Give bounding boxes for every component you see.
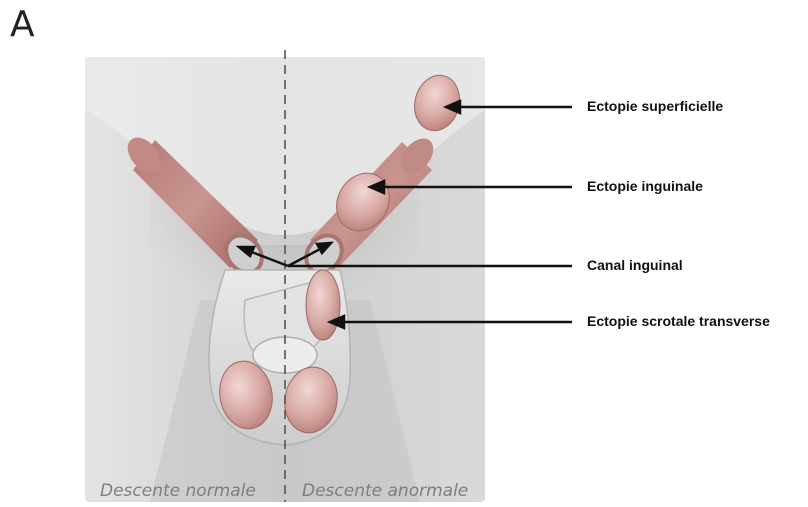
label-transverse: Ectopie scrotale transverse	[587, 313, 770, 329]
label-canal: Canal inguinal	[587, 257, 683, 273]
caption-abnormal: Descente anormale	[302, 481, 468, 501]
label-inguinal: Ectopie inguinale	[587, 178, 703, 194]
label-superficial: Ectopie superficielle	[587, 98, 723, 114]
caption-normal: Descente normale	[100, 481, 256, 501]
testis-transverse	[306, 270, 340, 340]
